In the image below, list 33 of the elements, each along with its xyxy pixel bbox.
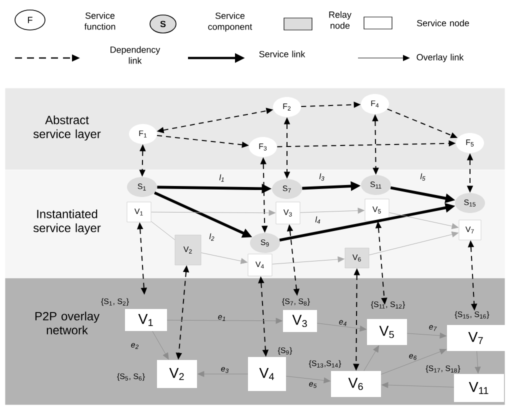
overlay-link-arrow [382,382,454,388]
legend-text: Service link [259,50,306,58]
peer-node-box: V$_{2}$ [157,360,197,388]
overlay-link-arrow [406,332,446,338]
legend-text: Service component [208,12,252,32]
peer-node-box: V$_{5}$ [367,319,407,345]
overlay-link-arrow [388,212,458,230]
overlay-link-arrow [200,252,248,264]
overlay-link-arrow [380,348,446,375]
overlay-link-arrow [166,318,282,324]
peer-node-box: V$_{1}$ [125,309,167,331]
overlay-link-arrow [272,256,344,264]
node-label: V$_{7}$ [468,332,483,344]
legend-text: Overlay link [416,54,464,62]
overlay-link-arrow [286,376,330,384]
peer-node-box: V$_{11}$ [454,374,504,402]
overlay-link-arrow [152,330,169,360]
legend-text: Service node [417,20,470,26]
node-label: V$_{11}$ [468,382,488,394]
overlay-link-arrow [198,371,248,377]
peer-node-box: V$_{3}$ [283,310,317,332]
legend-text: Dependency link [110,46,160,64]
overlay-link-arrow [474,350,481,374]
overlay-link-arrow [316,322,366,332]
peer-node-box: V$_{4}$ [248,357,286,391]
overlay-link-arrow [300,208,364,214]
overlay-link-arrow [364,346,380,372]
peer-node-box: V$_{7}$ [447,325,505,351]
legend-text: Service function [84,12,116,30]
legend-text: Relay node [329,11,352,29]
overlay-link-arrow [368,232,458,256]
overlay-link-arrow [150,210,276,216]
peer-node-box: V$_{6}$ [331,371,381,397]
